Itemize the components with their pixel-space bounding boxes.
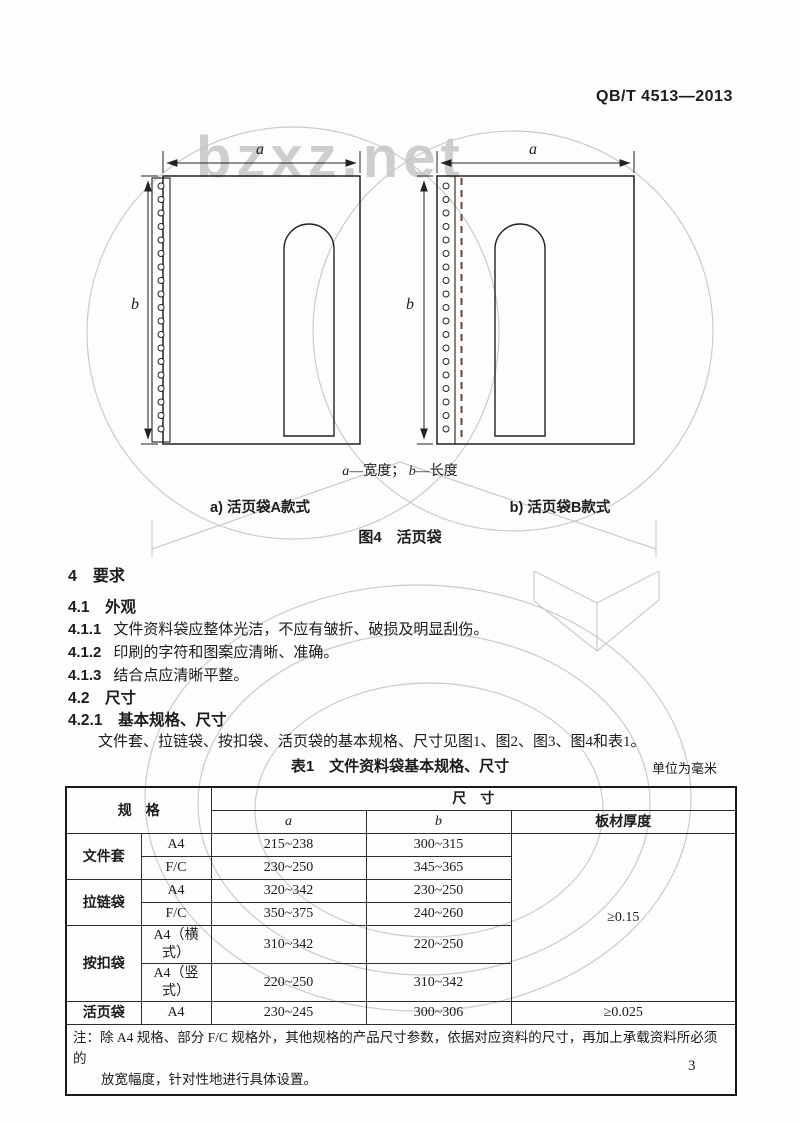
dim-label-b-pocket-a: b [131,296,139,313]
caption-a-text: —宽度； [349,464,406,479]
cell-a: 230~250 [210,856,367,880]
dim-label-b-pocket-b: b [406,296,414,313]
table1-unit-note: 单位为毫米 [652,761,718,776]
clause-4-1-3-text: 结合点应清晰平整。 [113,668,249,684]
cell-thickness-last: ≥0.025 [510,1001,737,1025]
standard-code: QB/T 4513—2013 [596,88,733,105]
cell-spec: F/C [140,902,212,926]
dimension-lines [141,151,635,445]
header-b: b [365,810,512,834]
table-row: A4（竖式） 220~250 310~342 [66,963,736,1002]
pocket-a-outline [151,175,361,445]
figure-title: 图4 活页袋 [358,529,442,546]
caption-b-text: —长度 [415,464,458,479]
cell-b: 300~306 [365,1001,512,1025]
cell-a: 350~375 [210,902,367,926]
table-row: F/C 230~250 345~365 [66,856,736,880]
table-row: 活页袋 A4 230~245 300~306 ≥0.025 [65,1001,737,1025]
clause-4-1-3: 4.1.3 结合点应清晰平整。 [68,664,248,685]
cell-b: 310~342 [365,963,512,1002]
cell-spec: A4 [140,833,212,857]
pocket-a-binding-holes [157,182,165,433]
table-row: 文件套 A4 215~238 300~315 ≥0.15 [65,833,737,1002]
category-huoyedai: 活页袋 [65,1001,142,1025]
table-header-row-2: a b 板材厚度 [66,810,737,834]
dim-label-a-pocket-a: a [256,141,264,158]
figure-dimension-caption: a—宽度； b—长度 [230,460,570,480]
header-spec: 规 格 [65,786,212,834]
cell-thickness-main: ≥0.15 [510,833,737,1002]
cell-b: 345~365 [365,856,512,880]
cell-b: 230~250 [365,879,512,903]
cell-spec: A4 [140,879,212,903]
cell-a: 215~238 [210,833,367,857]
header-size: 尺 寸 [210,786,737,811]
cell-a: 310~342 [210,925,367,964]
cell-a: 320~342 [210,879,367,903]
cell-a: 230~245 [210,1001,367,1025]
figure-variant-a-label: a) 活页袋A款式 [210,500,310,516]
figure-variant-b-label: b) 活页袋B款式 [509,500,611,516]
clause-4-1-3-number: 4.1.3 [68,667,102,684]
pocket-b-binding-holes [442,182,450,433]
intro-paragraph: 文件套、拉链袋、按扣袋、活页袋的基本规格、尺寸见图1、图2、图3、图4和表1。 [98,734,646,750]
category-ankoudai: 按扣袋 [65,925,142,1002]
clause-4-1-2-text: 印刷的字符和图案应清晰、准确。 [113,645,339,661]
table-row: F/C 350~375 240~260 [66,902,736,926]
category-wenjiantao: 文件套 [65,833,142,880]
pocket-b-outline [436,175,635,445]
dim-label-a-pocket-b: a [529,141,537,158]
table-note-line2: 放宽幅度，针对性地进行具体设置。 [101,1071,317,1087]
section-4-heading: 4 要求 [68,568,125,585]
cell-spec: F/C [140,856,212,880]
cell-spec: A4（竖式） [140,963,212,1002]
cell-a: 220~250 [210,963,367,1002]
table-header-row-1: 规 格 尺 寸 [65,786,737,834]
caption-a-symbol: a [342,464,350,479]
clause-4-1-1-number: 4.1.1 [68,621,102,638]
caption-b-symbol: b [408,464,416,479]
watermark: bzxz.net [196,125,465,190]
table-row: 拉链袋 A4 320~342 230~250 [65,879,736,926]
clause-4-1-2: 4.1.2 印刷的字符和图案应清晰、准确。 [68,641,338,662]
section-4-1-heading: 4.1 外观 [68,599,137,616]
cell-b: 220~250 [365,925,512,964]
page-number: 3 [688,1058,696,1074]
section-4-2-heading: 4.2 尺寸 [68,690,137,707]
cell-spec: A4 [140,1001,212,1025]
clause-4-1-1-text: 文件资料袋应整体光洁，不应有皱折、破损及明显刮伤。 [113,622,489,638]
table1-title: 表1 文件资料袋基本规格、尺寸 [290,758,510,775]
clause-4-1-2-number: 4.1.2 [68,644,102,661]
table-note: 注：除 A4 规格、部分 F/C 规格外，其他规格的产品尺寸参数，依据对应资料的… [65,1023,737,1096]
header-thickness: 板材厚度 [510,810,737,834]
spec-table: 规 格 尺 寸 a b 板材厚度 文件套 A4 215~238 300~315 … [65,786,737,1096]
table-note-line1: 注：除 A4 规格、部分 F/C 规格外，其他规格的产品尺寸参数，依据对应资料的… [73,1030,718,1066]
header-a: a [210,810,367,834]
table-row: 按扣袋 A4（横式） 310~342 220~250 [65,925,736,1002]
clause-4-1-1: 4.1.1 文件资料袋应整体光洁，不应有皱折、破损及明显刮伤。 [68,618,488,639]
table-note-row: 注：除 A4 规格、部分 F/C 规格外，其他规格的产品尺寸参数，依据对应资料的… [65,1023,737,1096]
category-laliandai: 拉链袋 [65,879,142,926]
cell-b: 240~260 [365,902,512,926]
cell-spec: A4（横式） [140,925,212,964]
cell-b: 300~315 [365,833,512,857]
section-4-2-1-heading: 4.2.1 基本规格、尺寸 [68,712,227,729]
